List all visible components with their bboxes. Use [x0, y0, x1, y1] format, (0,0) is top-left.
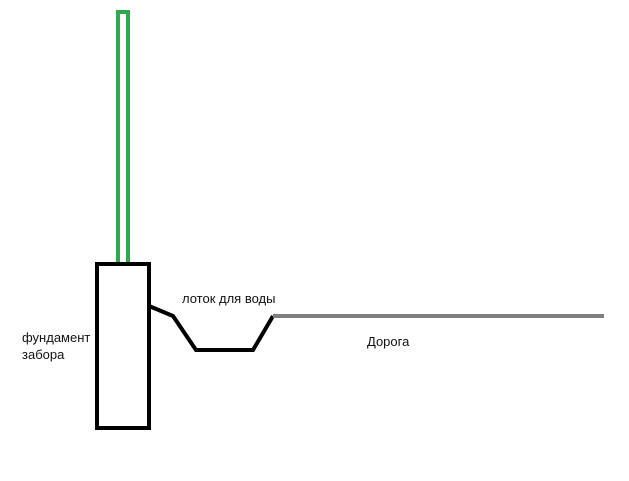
foundation-label-line2: забора	[22, 347, 65, 362]
foundation-label: фундамент забора	[22, 329, 90, 363]
fence-foundation	[95, 262, 151, 430]
foundation-label-line1: фундамент	[22, 330, 91, 345]
gutter-label: лоток для воды	[182, 291, 276, 306]
fence-post	[116, 10, 130, 266]
road-label: Дорога	[367, 334, 410, 349]
water-gutter	[148, 304, 275, 352]
